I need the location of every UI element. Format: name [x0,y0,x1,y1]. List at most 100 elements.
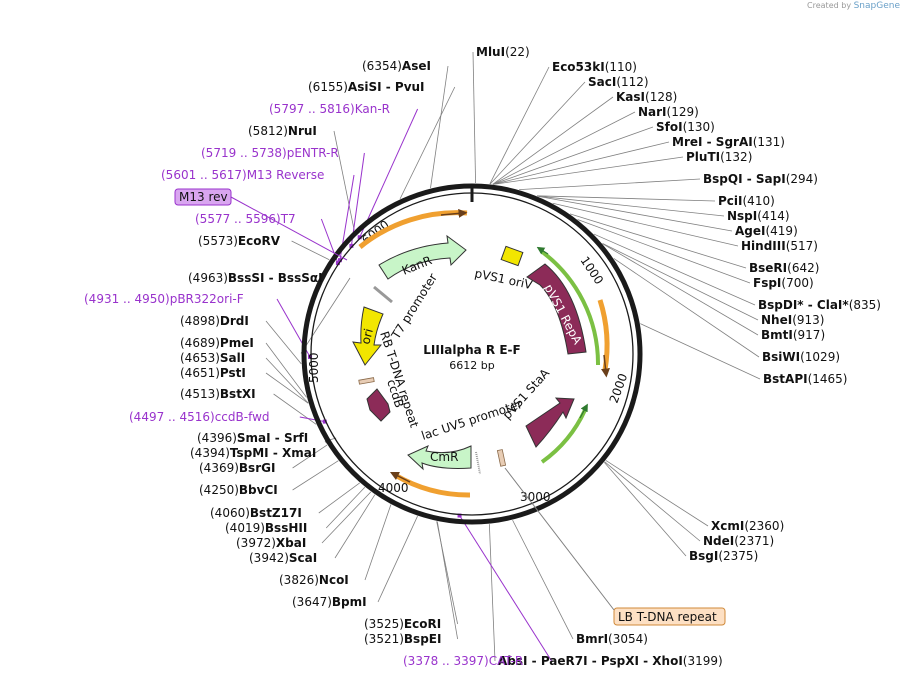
site-label[interactable]: (4513)BstXI [180,387,256,401]
site-enzyme: BmrI [576,632,608,646]
site-label[interactable]: KasI(128) [616,90,677,104]
site-label[interactable]: XcmI(2360) [711,519,784,533]
pvs1-oriv-feature[interactable] [500,245,524,267]
site-connector [265,372,309,404]
site-enzyme: AgeI [735,224,765,238]
site-label[interactable]: MreI - SgrAI(131) [672,135,785,149]
site-label[interactable]: BmtI(917) [761,328,825,342]
site-enzyme: BsgI [689,549,718,563]
site-label[interactable]: SacI(112) [588,75,649,89]
m13-rev-label: M13 rev [179,190,228,204]
primer-label[interactable]: (4931 .. 4950)pBR322ori-F [84,292,244,306]
site-label[interactable]: (3647)BpmI [292,595,367,609]
site-enzyme: BstAPI [763,372,808,386]
cmr-label: CmR [430,450,458,464]
site-label[interactable]: BspDI* - ClaI*(835) [758,298,881,312]
site-label[interactable]: BspQI - SapI(294) [703,172,818,186]
site-label[interactable]: (4019)BssHII [225,521,307,535]
site-label[interactable]: (4653)SalI [180,351,245,365]
lac-uv5-feature [475,451,481,475]
site-label[interactable]: (3972)XbaI [236,536,306,550]
repa-range-arrow [536,246,549,255]
rb-tdna-feature[interactable] [358,377,375,385]
plasmid-name: LIIIalpha R E-F [423,343,520,357]
site-label[interactable]: NarI(129) [638,105,699,119]
primer-label[interactable]: (5719 .. 5738)pENTR-R [201,146,339,160]
site-enzyme: XbaI [276,536,306,550]
site-position: (4250) [199,483,239,497]
site-label[interactable]: (5573)EcoRV [198,234,281,248]
site-label[interactable]: (6354)AseI [362,59,431,73]
primer-name: M13 Reverse [247,168,325,182]
site-enzyme: FspI [753,276,781,290]
primer-mark [457,513,462,518]
primer-label[interactable]: (5797 .. 5816)Kan-R [269,102,390,116]
site-position: (3647) [292,595,332,609]
site-label[interactable]: MluI(22) [476,45,530,59]
site-label[interactable]: PciI(410) [718,194,775,208]
site-position: (3521) [364,632,404,646]
site-label[interactable]: SfoI(130) [656,120,715,134]
primer-mark [308,354,313,359]
kanr-feature[interactable] [378,234,467,280]
site-label[interactable]: (4396)SmaI - SrfI [197,431,308,445]
site-label[interactable]: NheI(913) [761,313,824,327]
site-connector [377,515,418,603]
site-label[interactable]: (5812)NruI [248,124,317,138]
site-label[interactable]: (3826)NcoI [279,573,349,587]
site-label[interactable]: (4689)PmeI [180,336,254,350]
site-label[interactable]: (3942)ScaI [249,551,317,565]
site-label[interactable]: (4963)BssSI - BssSαI [188,271,323,285]
site-label[interactable]: (3521)BspEI [364,632,441,646]
site-label[interactable]: HindIII(517) [741,239,818,253]
site-position: (700) [781,276,813,290]
site-label[interactable]: Eco53kI(110) [552,60,637,74]
site-position: (835) [849,298,881,312]
site-label[interactable]: BmrI(3054) [576,632,648,646]
site-label[interactable]: NspI(414) [727,209,790,223]
site-label[interactable]: PluTI(132) [686,150,752,164]
ori-feature[interactable] [352,306,384,366]
site-label[interactable]: (6155)AsiSI - PvuI [308,80,425,94]
site-label[interactable]: (4369)BsrGI [199,461,275,475]
site-position: (4513) [180,387,220,401]
lb-tdna-box[interactable] [613,607,726,626]
site-label[interactable]: BseRI(642) [749,261,819,275]
primer-label[interactable]: (3378 .. 3397)CAT-R [403,654,523,668]
site-connector [604,461,701,542]
site-label[interactable]: (4250)BbvCI [199,483,278,497]
site-label[interactable]: (4898)DrdI [180,314,249,328]
primer-range: (5797 .. 5816) [269,102,355,116]
lb-tdna-feature[interactable] [496,449,507,467]
restriction-site-labels: MluI(22) Eco53kI(110)SacI(112)KasI(128)Na… [180,45,881,668]
site-position: (2360) [744,519,784,533]
orf-arc-kan [358,210,468,249]
primer-label[interactable]: (4497 .. 4516)ccdB-fwd [129,410,270,424]
cmr-feature[interactable] [407,445,472,471]
site-label[interactable]: AbsI - PaeR7I - PspXI - XhoI(3199) [498,654,723,668]
orf-arc-repa [597,299,610,371]
site-label[interactable]: NdeI(2371) [703,534,774,548]
site-enzyme: BstZ17I [250,506,302,520]
primer-mark [335,261,340,266]
site-label[interactable]: (4394)TspMI - XmaI [190,446,316,460]
site-label[interactable]: BsiWI(1029) [762,350,840,364]
primer-label[interactable]: (5577 .. 5596)T7 [195,212,296,226]
site-enzyme: BspDI* - ClaI* [758,298,849,312]
site-label[interactable]: (4060)BstZ17I [210,506,302,520]
ccdb-feature[interactable] [366,388,391,422]
site-label[interactable]: (4651)PstI [180,366,246,380]
site-label[interactable]: AgeI(419) [735,224,798,238]
site-connector [493,141,670,185]
pvs1-staa-feature[interactable] [525,397,575,448]
pvs1-repa-feature[interactable] [526,263,587,355]
site-connector [321,491,372,544]
site-enzyme: PmeI [220,336,254,350]
site-label[interactable]: (3525)EcoRI [364,617,441,631]
site-label[interactable]: BsgI(2375) [689,549,758,563]
site-label[interactable]: FspI(700) [753,276,814,290]
site-label[interactable]: BstAPI(1465) [763,372,847,386]
primer-range: (5719 .. 5738) [201,146,287,160]
primer-label[interactable]: (5601 .. 5617)M13 Reverse [161,168,324,182]
site-connector [552,202,739,247]
